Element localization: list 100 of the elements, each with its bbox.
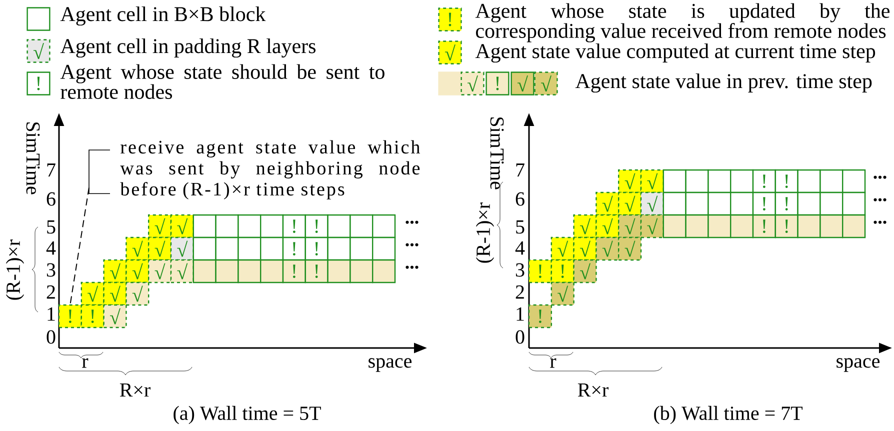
tick-label: 4 bbox=[515, 241, 525, 255]
grid-cell bbox=[708, 192, 732, 216]
grid-cell bbox=[238, 259, 262, 284]
grid-cell bbox=[260, 259, 284, 284]
grid-cell bbox=[685, 214, 709, 238]
grid-cell bbox=[708, 169, 732, 194]
grid-cell: √ bbox=[148, 259, 172, 284]
grid-cell: ! bbox=[774, 169, 798, 194]
grid-cell bbox=[820, 169, 844, 194]
grid-cell: √ bbox=[640, 214, 664, 238]
callout-text: receive agent state value which was sent by neighboring node before (R-1)×r time steps bbox=[120, 140, 420, 200]
tick-label: 0 bbox=[46, 330, 56, 344]
grid-cell bbox=[215, 236, 239, 261]
grid-cell: √ bbox=[573, 236, 597, 261]
subfigure-caption: (b) Wall time = 7T bbox=[654, 406, 802, 424]
grid-cell bbox=[215, 259, 239, 284]
grid-cell bbox=[238, 236, 262, 261]
grid-cell: √ bbox=[148, 214, 172, 238]
grid-cell bbox=[372, 236, 396, 261]
grid-cell bbox=[730, 214, 754, 238]
grid-cell bbox=[797, 214, 821, 238]
grid-cell: √ bbox=[640, 192, 664, 216]
grid-cell: √ bbox=[596, 214, 620, 238]
brace-label: R×r bbox=[120, 383, 150, 397]
grid-cell: √ bbox=[618, 214, 642, 238]
grid-cell bbox=[685, 192, 709, 216]
grid-cell bbox=[192, 236, 216, 261]
brace-label: (R-1)×r bbox=[6, 240, 24, 300]
grid-cell bbox=[327, 236, 351, 261]
axis-label: SimTime bbox=[26, 122, 40, 194]
grid-cell bbox=[730, 169, 754, 194]
grid-cell: √ bbox=[80, 282, 104, 306]
grid-cell bbox=[350, 259, 374, 284]
grid-cell bbox=[215, 214, 239, 238]
grid-cell: √ bbox=[126, 282, 150, 306]
tick-label: 6 bbox=[46, 192, 56, 206]
grid-cell bbox=[372, 259, 396, 284]
legend-text: Agent state value computed at current time step bbox=[475, 43, 876, 63]
grid-cell: ! bbox=[282, 259, 306, 284]
grid-cell bbox=[842, 192, 866, 216]
grid-cell bbox=[662, 214, 686, 238]
ellipsis: ... bbox=[406, 220, 418, 224]
grid-cell: √ bbox=[103, 304, 127, 328]
tick-label: 3 bbox=[516, 263, 524, 277]
grid-cell: √ bbox=[103, 282, 127, 306]
grid-cell bbox=[797, 192, 821, 216]
grid-cell: √ bbox=[550, 282, 574, 306]
grid-cell bbox=[730, 192, 754, 216]
grid-cell bbox=[708, 214, 732, 238]
grid-cell: ! bbox=[528, 304, 552, 328]
grid-cell: √ bbox=[170, 259, 194, 284]
axis-label: SimTime bbox=[490, 117, 504, 190]
ellipsis: ... bbox=[874, 176, 886, 179]
grid-cell: √ bbox=[596, 192, 620, 216]
grid-cell: ! bbox=[304, 214, 328, 238]
legend-text: Agent cell in B×B block bbox=[60, 6, 266, 26]
grid-cell: ! bbox=[304, 259, 328, 284]
grid-cell: √ bbox=[126, 259, 150, 284]
grid-cell bbox=[685, 169, 709, 194]
grid-cell: √ bbox=[170, 214, 194, 238]
axis-label: space bbox=[836, 358, 880, 372]
grid-cell bbox=[842, 169, 866, 194]
tick-label: 2 bbox=[46, 285, 55, 299]
grid-cell: ! bbox=[304, 236, 328, 261]
grid-cell: ! bbox=[58, 304, 82, 328]
grid-cell bbox=[260, 236, 284, 261]
grid-cell: √ bbox=[596, 236, 620, 261]
grid-cell bbox=[842, 214, 866, 238]
grid-cell: √ bbox=[618, 236, 642, 261]
grid-cell: √ bbox=[148, 236, 172, 261]
grid-cell: √ bbox=[103, 259, 127, 284]
grid-cell bbox=[192, 259, 216, 284]
grid-cell bbox=[372, 214, 396, 238]
grid-cell: √ bbox=[573, 214, 597, 238]
tick-label: 3 bbox=[46, 263, 56, 277]
tick-label: 0 bbox=[516, 330, 524, 344]
grid-cell bbox=[662, 169, 686, 194]
grid-cell: ! bbox=[752, 169, 776, 194]
grid-cell: ! bbox=[528, 259, 552, 284]
grid-cell: √ bbox=[126, 236, 150, 261]
grid-cell bbox=[662, 192, 686, 216]
brace-label: R×r bbox=[578, 383, 608, 397]
grid-cell: ! bbox=[774, 214, 798, 238]
ellipsis: ... bbox=[874, 198, 886, 202]
grid-cell: √ bbox=[640, 169, 664, 194]
tick-label: 1 bbox=[516, 307, 524, 321]
legend-text: Agent cell in padding R layers bbox=[60, 38, 316, 58]
grid-cell: ! bbox=[774, 192, 798, 216]
grid-cell: ! bbox=[550, 259, 574, 284]
grid-cell bbox=[327, 214, 351, 238]
grid-cell: ! bbox=[80, 304, 104, 328]
grid-cell bbox=[260, 214, 284, 238]
subfigure-caption: (a) Wall time = 5T bbox=[174, 406, 321, 424]
grid-cell bbox=[192, 214, 216, 238]
grid-cell: ! bbox=[752, 214, 776, 238]
tick-label: 1 bbox=[48, 307, 55, 321]
tick-label: 2 bbox=[516, 285, 524, 299]
legend-text: Agent whose state should be sent to remote nodes bbox=[60, 64, 384, 99]
grid-cell bbox=[350, 214, 374, 238]
ellipsis: ... bbox=[406, 266, 418, 269]
